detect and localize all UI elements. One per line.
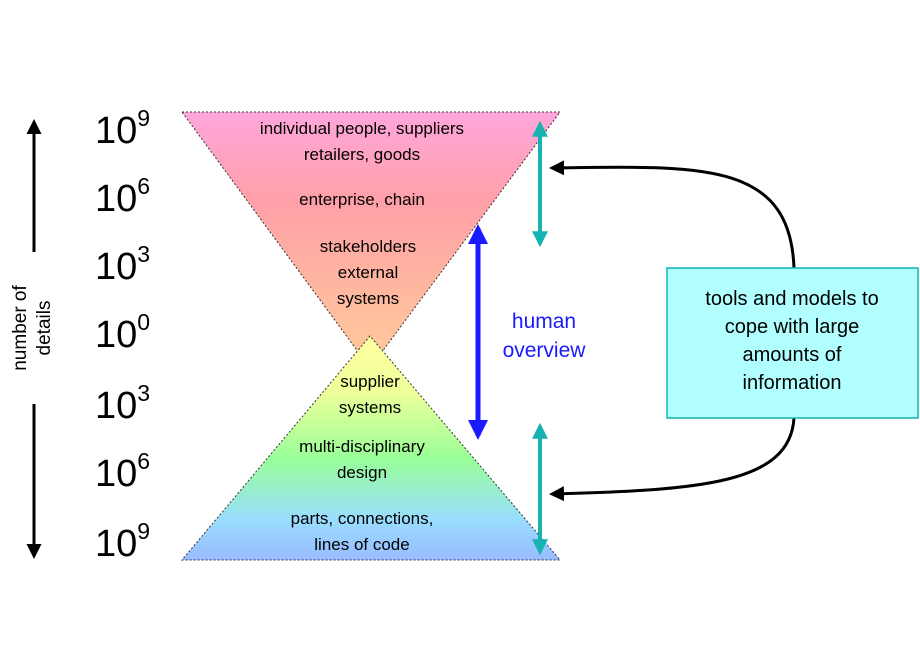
tools-box-line-3: amounts of	[743, 344, 842, 366]
svg-text:100: 100	[95, 309, 150, 356]
lower-level-2-line-1: multi-disciplinary	[299, 437, 425, 456]
scale-label-7: 109	[95, 518, 150, 565]
scale-label-2: 106	[95, 173, 150, 220]
connector-arrow-bottom	[549, 417, 796, 502]
scale-label-1: 109	[95, 105, 150, 152]
svg-text:103: 103	[95, 241, 150, 288]
svg-text:106: 106	[95, 173, 150, 220]
upper-level-2-line-1: enterprise, chain	[299, 190, 425, 209]
scale-exponent: 0	[137, 309, 150, 335]
upper-level-3-line-3: systems	[337, 289, 399, 308]
axis-label-line-1: number of	[10, 285, 31, 371]
svg-text:106: 106	[95, 448, 150, 495]
upper-triangle	[181, 111, 561, 369]
scale-base: 10	[95, 110, 137, 152]
scale-exponent: 6	[137, 173, 150, 199]
scale-base: 10	[95, 523, 137, 565]
scale-label-4: 100	[95, 309, 150, 356]
scale-label-3: 103	[95, 241, 150, 288]
scale-base: 10	[95, 178, 137, 220]
upper-level-1-line-1: individual people, suppliers	[260, 119, 464, 138]
scale-label-6: 106	[95, 448, 150, 495]
svg-text:103: 103	[95, 380, 150, 427]
scale-base: 10	[95, 385, 137, 427]
svg-text:109: 109	[95, 105, 150, 152]
lower-triangle	[180, 335, 562, 561]
svg-text:109: 109	[95, 518, 150, 565]
upper-level-3-line-2: external	[338, 263, 398, 282]
tools-box-line-4: information	[743, 372, 842, 394]
scale-base: 10	[95, 314, 137, 356]
lower-level-1-line-1: supplier	[340, 372, 400, 391]
scale-exponent: 6	[137, 448, 150, 474]
scale-base: 10	[95, 453, 137, 495]
lower-level-2-line-2: design	[337, 463, 387, 482]
tools-box-line-1: tools and models to	[705, 288, 878, 310]
connector-arrow-top	[549, 160, 796, 269]
human-overview-line-1: human	[512, 310, 576, 333]
tools-box	[666, 267, 919, 419]
scale-base: 10	[95, 246, 137, 288]
tools-box-line-2: cope with large	[725, 316, 860, 338]
axis-label: number of details	[10, 285, 55, 371]
axis-label-line-2: details	[34, 301, 55, 356]
upper-level-3-line-1: stakeholders	[320, 237, 416, 256]
upper-level-1-line-2: retailers, goods	[304, 145, 420, 164]
scale-label-5: 103	[95, 380, 150, 427]
lower-level-3-line-2: lines of code	[314, 535, 409, 554]
scale-exponent: 9	[137, 518, 150, 544]
scale-exponent: 3	[137, 380, 150, 406]
scale-exponent: 3	[137, 241, 150, 267]
scale-exponent: 9	[137, 105, 150, 131]
lower-level-1-line-2: systems	[339, 398, 401, 417]
human-overview-line-2: overview	[503, 339, 587, 362]
lower-level-3-line-1: parts, connections,	[291, 509, 434, 528]
